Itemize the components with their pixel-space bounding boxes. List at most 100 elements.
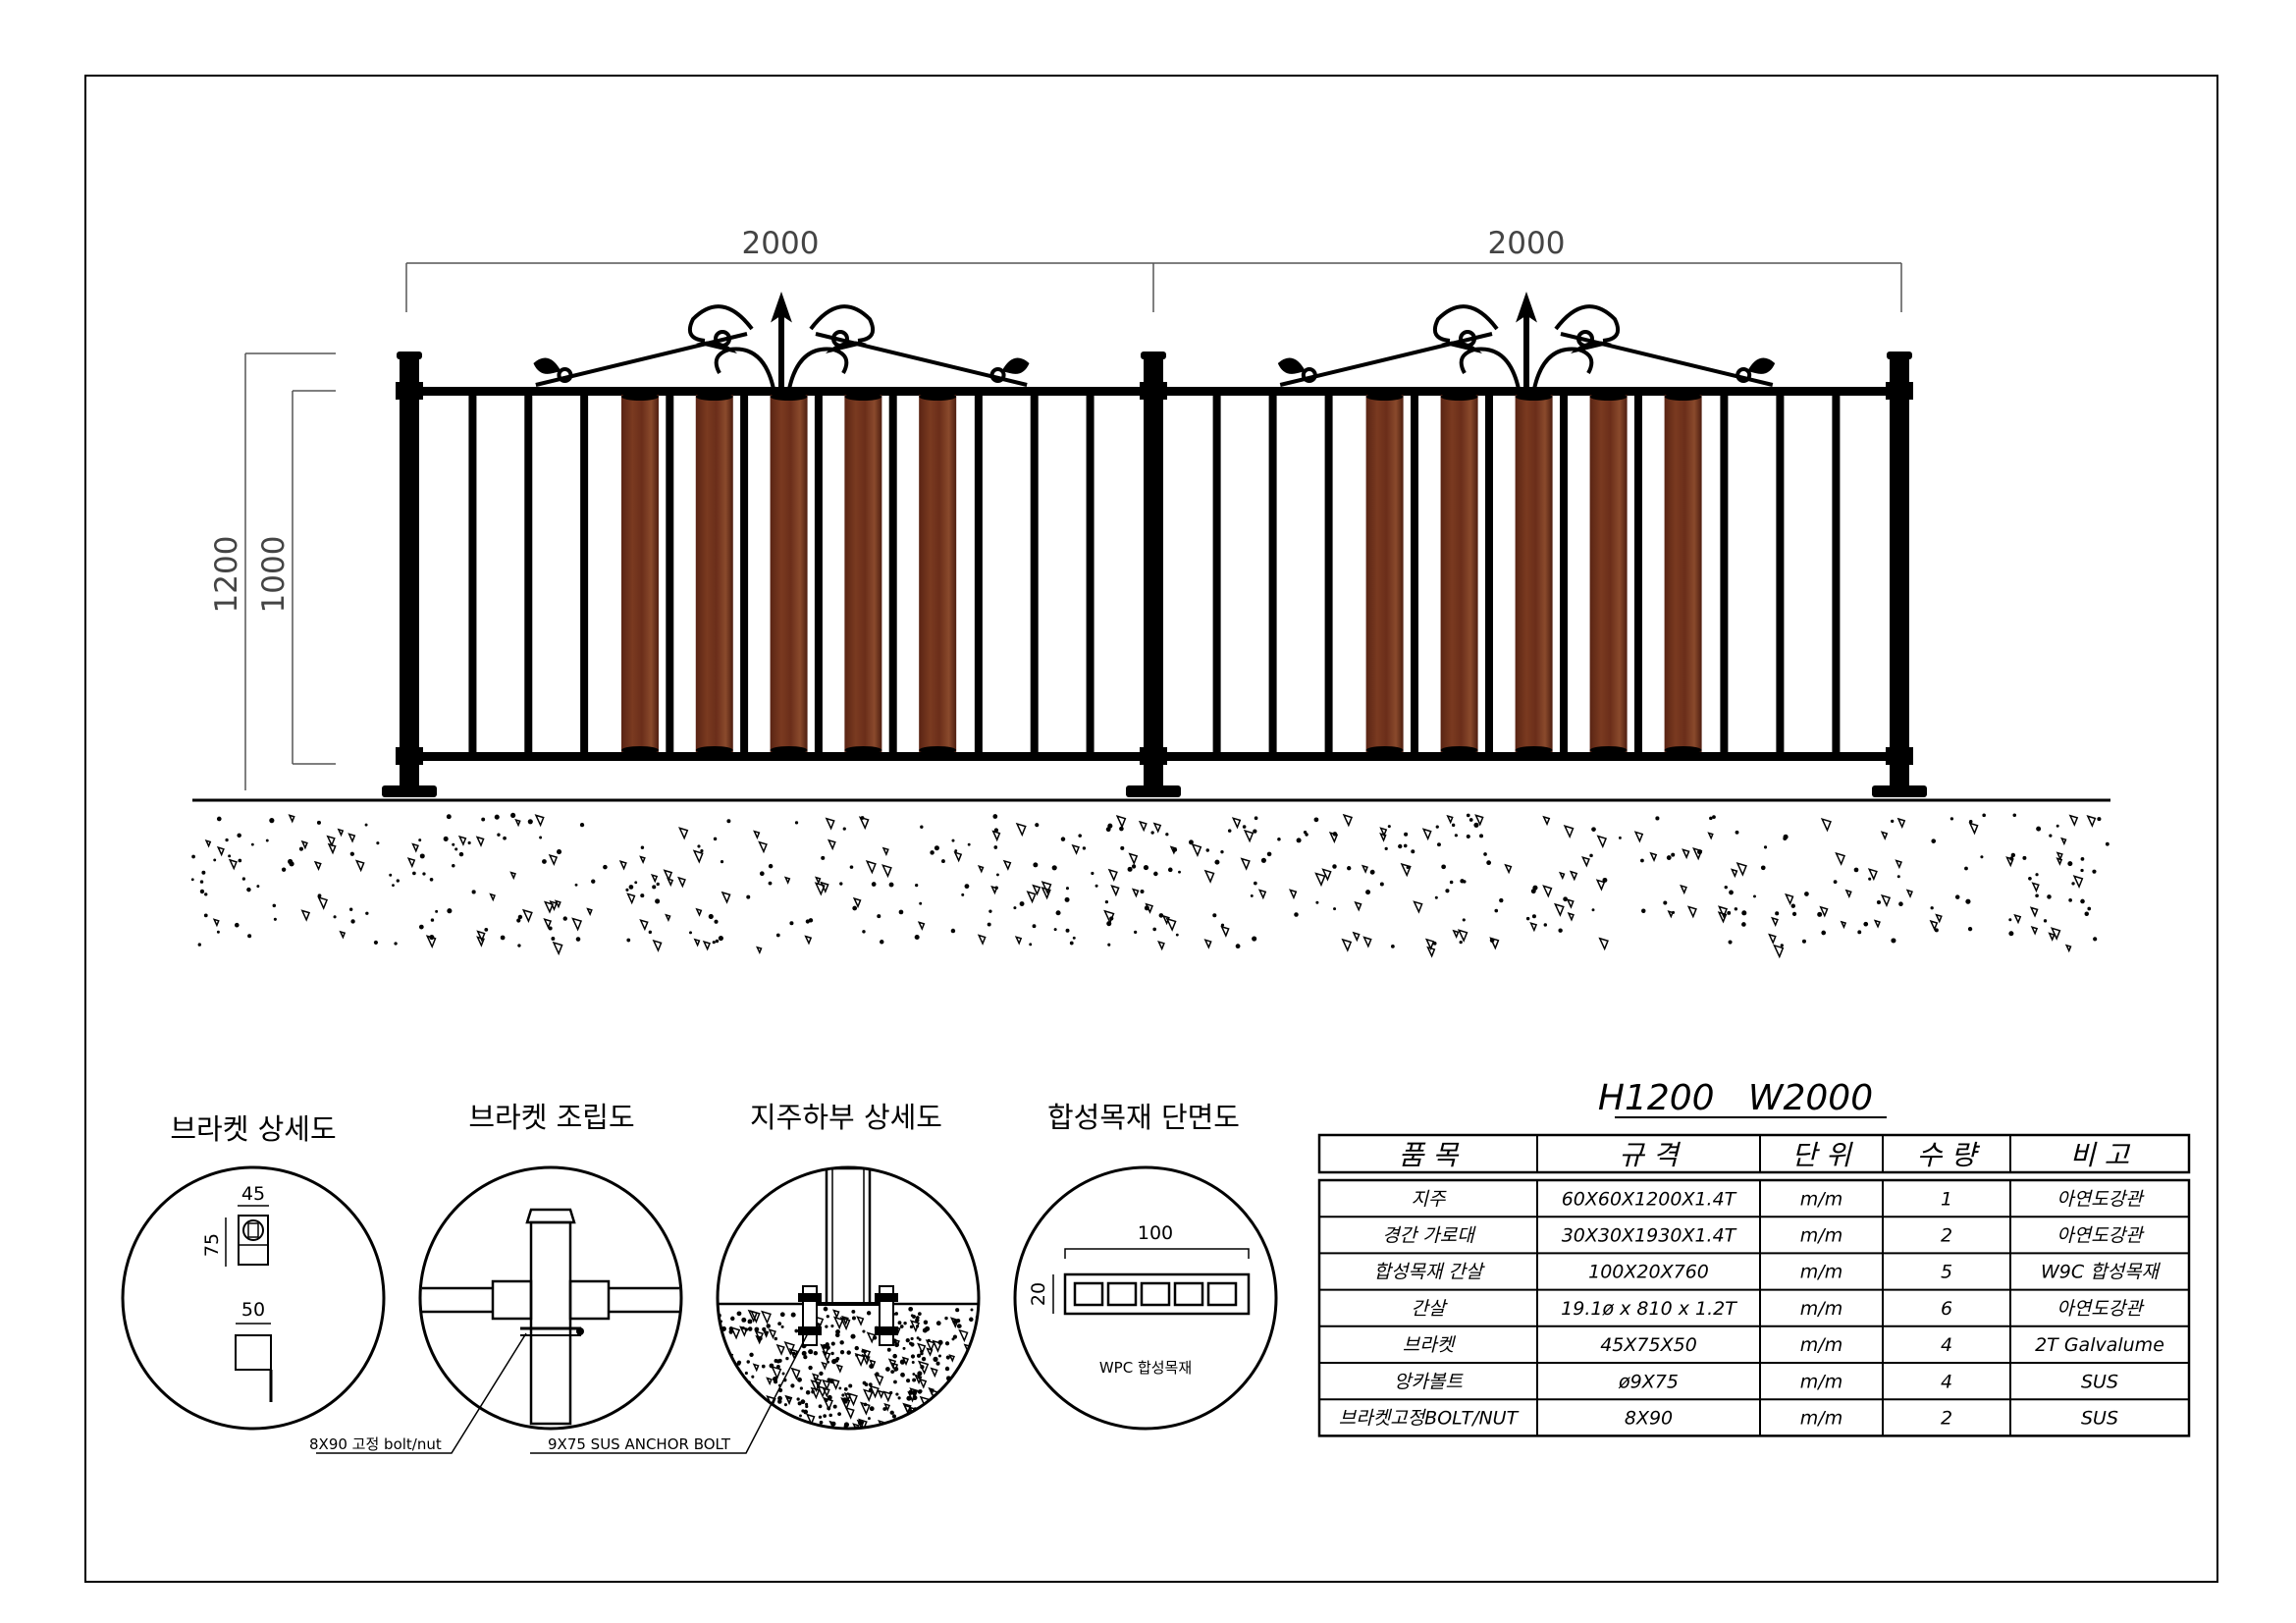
gravel-stone [204,839,212,848]
table-header-row [1317,1133,2191,1174]
gravel-stone [1152,822,1162,834]
gravel-stone [1844,889,1852,898]
gravel-stone [866,1331,876,1344]
fence-post [1872,352,1927,797]
gravel-dot [2080,857,2085,861]
gravel-dot [1303,830,1308,835]
gravel-dot [2097,817,2102,822]
table-cell: 합성목재 간살 [1374,1262,1485,1283]
gravel-dot [2022,855,2027,860]
gravel-dot [2092,869,2097,874]
gravel-dot [862,1380,867,1385]
width-dimension [405,262,1902,312]
gravel-dot [953,1394,959,1400]
gravel-dot [910,1354,916,1359]
gravel-stone [549,899,558,912]
gravel-stone [1413,900,1423,914]
gravel-dot [967,1427,973,1429]
gravel-stone [514,818,521,828]
gravel-dot [2056,824,2059,828]
gravel-dot [204,893,208,896]
gravel-dot [852,905,858,911]
gravel-dot [895,1392,899,1396]
gravel-stone [976,1337,979,1349]
gravel-stone [1157,940,1165,951]
gravel-dot [640,845,645,849]
gravel-stone [1682,848,1690,860]
table-cell: m/m [1800,1371,1842,1392]
gravel-dot [785,1356,789,1361]
gravel-dot [708,913,714,920]
gravel-stone [775,1343,785,1356]
gravel-dot [784,1418,790,1423]
steel-picket [1720,391,1729,756]
gravel-dot [626,938,631,943]
gravel-stone [1717,911,1728,924]
gravel-stone [755,946,763,955]
gravel-stone [1768,933,1777,945]
ornament-leaf [826,341,867,353]
gravel-dot [952,1334,957,1339]
gravel-dot [1445,889,1450,893]
gravel-stone [1354,900,1362,912]
gravel-dot [1104,899,1109,904]
gravel-stone [1026,891,1037,904]
gravel-dot [199,889,205,894]
gravel-dot [882,1407,887,1411]
gravel-dot [1479,834,1484,839]
gravel-stone [760,1310,772,1325]
gravel-dot [951,839,955,842]
gravel-dot [714,919,719,924]
gravel-stone [938,1432,945,1440]
ornament-scroll [1459,347,1521,390]
gravel-stone [1905,889,1913,898]
gravel-dot [885,1367,890,1372]
steel-picket [468,391,477,756]
gravel-stone [411,842,419,853]
gravel-stone [822,1379,830,1391]
gravel-dot [768,881,773,886]
gravel-dot [1095,884,1098,888]
table-header-cell: 비 고 [2070,1139,2131,1171]
gravel-stone [667,878,674,888]
gravel-dot [1891,819,1895,824]
gravel-dot [746,1360,750,1364]
gravel-stone [881,864,892,879]
gravel-stone [1032,884,1041,896]
gravel-dot [1434,895,1438,899]
gravel-stone [1895,859,1902,870]
wpc-cap [1589,746,1628,754]
gravel-dot [867,1417,871,1421]
gravel-dot [1035,823,1040,828]
gravel-dot [430,918,435,922]
gravel-stone [1558,871,1566,881]
gravel-stone [1341,938,1353,952]
gravel-dot [1982,813,1986,818]
gravel-dot [1178,870,1181,874]
gravel-stone [663,869,673,882]
bottom-rail [1153,752,1899,761]
gravel-dot [603,864,608,870]
gravel-dot [765,1331,769,1335]
gravel-dot [915,1316,920,1320]
gravel-dot [527,819,533,825]
gravel-dot [868,1387,873,1392]
gravel-dot [899,1359,905,1365]
gravel-stone [1379,833,1387,842]
wpc-picket [620,395,659,752]
gravel-dot [915,1325,920,1328]
bracket-assembly-detail: 브라켓 조립도 8X90 고정 bolt/nut [309,1101,683,1454]
gravel-stone [1935,913,1943,924]
ornament-leaf [1001,357,1030,374]
gravel-dot [803,1355,808,1360]
gravel-dot [1489,938,1495,944]
gravel-dot [1384,846,1388,850]
gravel-dot [1863,921,1869,927]
gravel-dot [1315,900,1319,904]
height-dim-outer: 1200 [209,536,244,614]
gravel-dot [516,918,521,923]
gravel-dot [1109,916,1114,921]
gravel-stone [1203,939,1212,949]
gravel-stone [768,1328,776,1340]
gravel-dot [1663,900,1668,905]
